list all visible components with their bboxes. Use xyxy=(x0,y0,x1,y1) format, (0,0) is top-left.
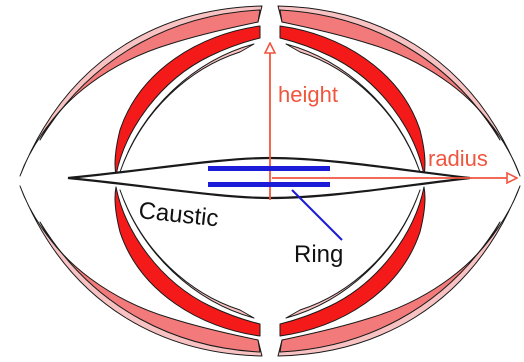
ring-bar-top xyxy=(208,166,330,171)
shell-upper-left-mid xyxy=(39,9,261,141)
shell-lower-left-inner xyxy=(114,186,261,337)
ring-bar-bottom xyxy=(208,182,330,187)
shell-lower-left-mid xyxy=(39,221,261,353)
shell-upper-right-mid xyxy=(279,9,501,141)
ring-label: Ring xyxy=(294,241,343,268)
height-label: height xyxy=(278,82,338,107)
shells-right xyxy=(277,5,521,357)
caustic-label: Caustic xyxy=(137,197,219,232)
ring xyxy=(208,166,330,187)
shells-left xyxy=(19,5,263,357)
radius-label: radius xyxy=(428,146,488,171)
ring-pointer xyxy=(291,189,343,241)
shell-lower-right-mid xyxy=(279,221,501,353)
shell-lower-left-inner-pale xyxy=(119,189,255,319)
shell-lower-right-inner xyxy=(279,186,426,337)
shell-lower-right-inner-pale xyxy=(285,189,421,319)
